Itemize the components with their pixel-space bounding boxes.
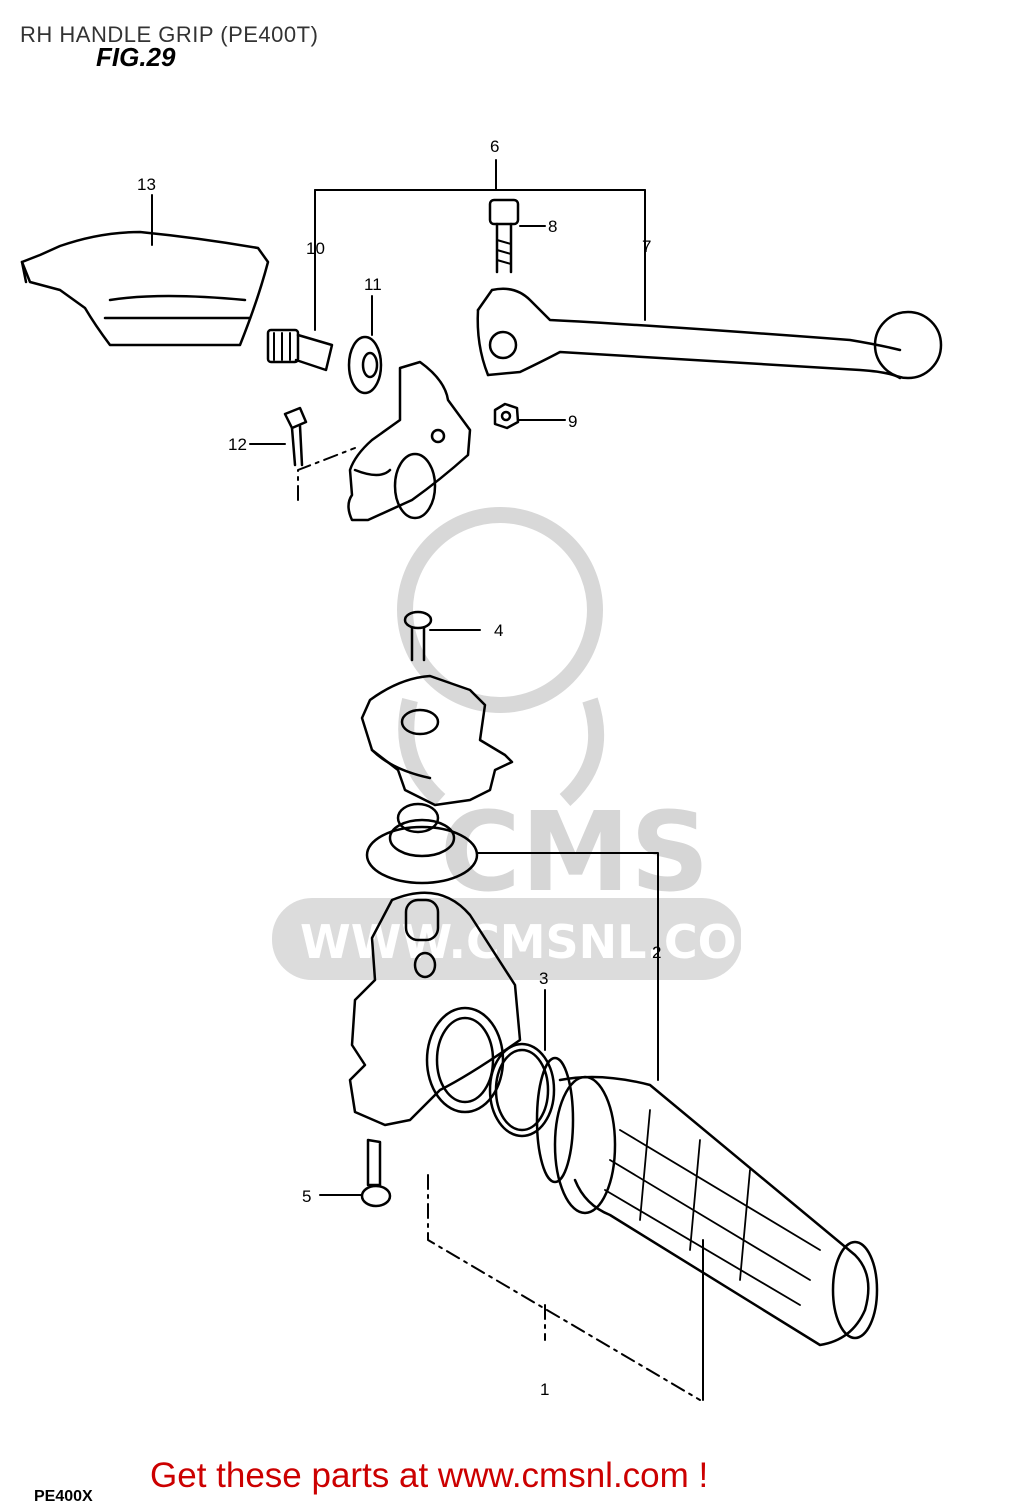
callout-3: 3 [539, 969, 548, 988]
nut [493, 402, 520, 430]
callout-4: 4 [494, 621, 503, 640]
adjuster-bolt [266, 328, 334, 372]
lever-holder [347, 360, 472, 522]
callout-12: 12 [228, 435, 247, 454]
upper-housing [360, 674, 514, 807]
callout-1: 1 [540, 1380, 549, 1399]
watermark-logo-icon [397, 507, 605, 806]
phantom-lines [297, 447, 701, 1401]
lower-housing [348, 891, 522, 1127]
lever-boot [20, 230, 270, 347]
figure-label: FIG.29 [96, 42, 176, 72]
callout-10: 10 [306, 239, 325, 258]
promo-link[interactable]: Get these parts at www.cmsnl.com ! [150, 1456, 709, 1495]
callout-5: 5 [302, 1187, 311, 1206]
callout-9: 9 [568, 412, 577, 431]
holder-screw [283, 406, 308, 467]
throttle-grip [535, 1056, 879, 1347]
o-ring [488, 1042, 556, 1138]
lower-housing-screw [360, 1138, 392, 1208]
callout-2: 2 [652, 943, 661, 962]
callout-11: 11 [364, 275, 382, 294]
callout-13: 13 [137, 175, 156, 194]
callout-7: 7 [642, 237, 651, 256]
watermark-banner [272, 898, 742, 980]
callout-8: 8 [548, 217, 557, 236]
callout-6: 6 [490, 137, 499, 156]
cable-pulley [365, 802, 479, 885]
page-title: RH HANDLE GRIP (PE400T) [20, 22, 319, 47]
leader-lines [151, 159, 704, 1401]
watermark: CMS WWW.CMSNL.COM [272, 507, 783, 980]
callouts: 13 6 10 7 8 11 9 12 4 2 3 5 1 [137, 137, 661, 1399]
pivot-bolt [488, 198, 520, 274]
locknut [347, 335, 383, 395]
model-code: PE400X [34, 1488, 93, 1505]
upper-housing-screw [403, 610, 433, 662]
brake-lever [476, 287, 943, 380]
